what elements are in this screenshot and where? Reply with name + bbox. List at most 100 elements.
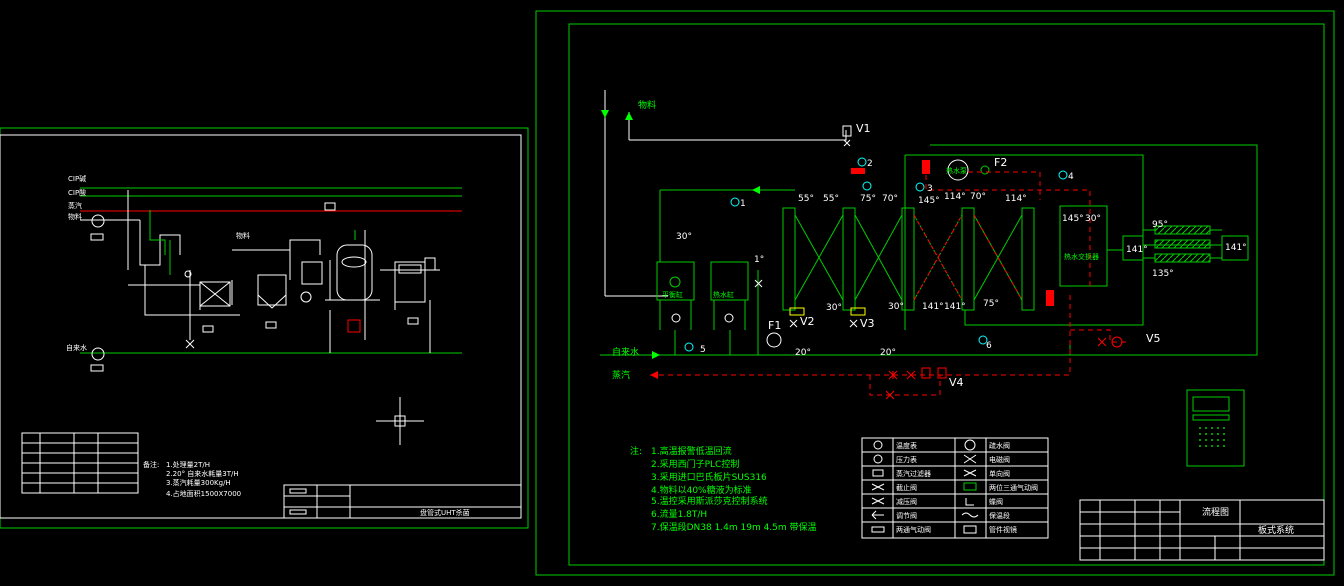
- valve-v2-icon: [789, 307, 805, 316]
- tap-water-arrow-icon: [652, 351, 660, 359]
- right-title-block: [1079, 499, 1325, 561]
- right-note-6: 6.流量1.8T/H: [651, 508, 707, 520]
- temp-label: 55°: [798, 194, 814, 204]
- valve-v4-label: V4: [949, 376, 964, 389]
- temp-label: 145°: [1062, 214, 1084, 224]
- uht-coil-vessel-dome: [341, 256, 367, 268]
- hot-water-tank-label: 热水缸: [713, 290, 734, 299]
- hot-water-pump-label: 热水泵: [946, 166, 967, 175]
- temp-label: 55°: [823, 194, 839, 204]
- legend-label: 蒸汽过滤器: [896, 469, 931, 478]
- material-pump-icon: [91, 214, 105, 228]
- right-note-2: 2.采用西门子PLC控制: [651, 458, 739, 470]
- filter-unit: [199, 281, 231, 307]
- cad-crosshair-icon: [376, 397, 424, 445]
- legend-label: 温度表: [896, 441, 917, 450]
- right-notes-title: 注:: [630, 445, 642, 457]
- legend-shutoff-valve-icon: [871, 483, 885, 491]
- left-balance-tank: [257, 274, 287, 306]
- gauge-4-label: 4: [1068, 172, 1074, 182]
- temp-label: 141°: [944, 302, 966, 312]
- temp-label: 141°: [922, 302, 944, 312]
- steam-valve-icon: [324, 202, 336, 211]
- temp-label: 141°: [1225, 243, 1247, 253]
- left-tag-3: [407, 317, 419, 325]
- legend-label: 蝶阀: [989, 497, 1003, 506]
- right-note-5: 5.温控采用斯派莎克控制系统: [651, 495, 768, 507]
- material-arrows: [601, 90, 847, 297]
- filter-unit-cross: [199, 281, 231, 307]
- gauge-3-label: 3: [927, 184, 933, 194]
- plate-heat-exchanger: [782, 207, 1035, 311]
- valve-v2-body-icon: [789, 319, 798, 328]
- valve-v2-label: V2: [800, 315, 815, 328]
- temp-label: 20°: [880, 348, 896, 358]
- gauge-1-label: 1: [740, 199, 746, 209]
- hot-water-exchanger: [1059, 205, 1108, 287]
- left-valve-icon: [185, 339, 195, 349]
- legend-symbols: [871, 439, 979, 534]
- legend-steam-filter-icon: [872, 469, 884, 477]
- steam-valve-red-3: [851, 168, 865, 174]
- temp-label: 20°: [795, 348, 811, 358]
- left-product-pump-icon: [300, 291, 312, 303]
- legend-reducing-valve-icon: [871, 497, 885, 505]
- gauge-5-icon: [684, 342, 694, 352]
- temp-label: 135°: [1152, 269, 1174, 279]
- temp-label: 70°: [882, 194, 898, 204]
- material-pump-tag: [90, 233, 104, 241]
- plc-control-panel: [1186, 389, 1245, 467]
- gauge-6-icon: [978, 335, 988, 345]
- legend-solenoid-valve-icon: [963, 454, 977, 464]
- pipe-label-tap-water: 自来水: [66, 343, 87, 352]
- water-pump-tag: [90, 364, 104, 372]
- control-cabinet-panel: [398, 264, 422, 274]
- control-cabinet-side: [424, 257, 436, 271]
- right-sheet: 物料 平衡缸 热水缸: [535, 10, 1335, 576]
- hot-water-tank-valve-icon: [724, 313, 734, 323]
- legend-label: 疏水阀: [989, 441, 1010, 450]
- gauge-3-icon: [915, 182, 925, 192]
- right-note-3: 3.采用进口巴氏板片SUS316: [651, 471, 767, 483]
- hot-water-pump-icon: [947, 159, 969, 181]
- gauge-2-label: 2: [867, 159, 873, 169]
- pump-f2-label: F2: [994, 156, 1007, 169]
- left-process-piping: [127, 190, 440, 353]
- steam-trap-icon: [347, 319, 361, 333]
- left-balance-tank-cone: [257, 294, 287, 309]
- left-legend-table: [21, 432, 139, 494]
- temp-label: 30°: [1085, 214, 1101, 224]
- water-pump-icon: [91, 347, 105, 361]
- left-note-3: 3.蒸汽耗量300Kg/H: [166, 478, 231, 487]
- valve-v1-body-icon: [843, 139, 851, 147]
- legend-regulating-valve-icon: [871, 510, 884, 520]
- temp-label: 75°: [860, 194, 876, 204]
- right-note-4: 4.物料以40%糖液为标准: [651, 484, 752, 496]
- legend-pressure-gauge-icon: [873, 454, 883, 464]
- left-holding-tank: [301, 261, 323, 285]
- legend-thermometer-icon: [873, 440, 883, 450]
- balance-tank: [656, 261, 695, 301]
- left-sheet: CIP碱 CIP酸 蒸汽 物料 物料 自来水: [0, 127, 529, 529]
- valve-v5-label: V5: [1146, 332, 1161, 345]
- legend-label: 保温段: [989, 511, 1010, 520]
- control-cabinet: [394, 261, 426, 303]
- legend-label: 调节阀: [896, 511, 917, 520]
- legend-sanitary-fitting-icon: [963, 525, 977, 534]
- process-loop: [658, 144, 1258, 356]
- gauge-6-label: 6: [986, 341, 992, 351]
- pipe-label-material-out: 物料: [236, 231, 250, 240]
- left-tag-2: [265, 321, 277, 329]
- left-note-4: 4.占地面积1500X7000: [166, 489, 241, 498]
- right-note-7: 7.保温段DN38 1.4m 19m 4.5m 带保温: [651, 521, 817, 533]
- right-sheet-outer-border: [535, 10, 1335, 576]
- valve-v1-label: V1: [856, 122, 871, 135]
- steam-valve-red-1: [922, 160, 930, 174]
- temp-label: 1°: [754, 255, 764, 265]
- valve-v3-body-icon: [849, 319, 858, 328]
- right-drawing-title: 流程图: [1202, 506, 1229, 518]
- f2-gauge-icon: [980, 165, 990, 175]
- gauge-2-icon: [857, 157, 867, 167]
- legend-label: 电磁阀: [989, 455, 1010, 464]
- temp-label: 30°: [888, 302, 904, 312]
